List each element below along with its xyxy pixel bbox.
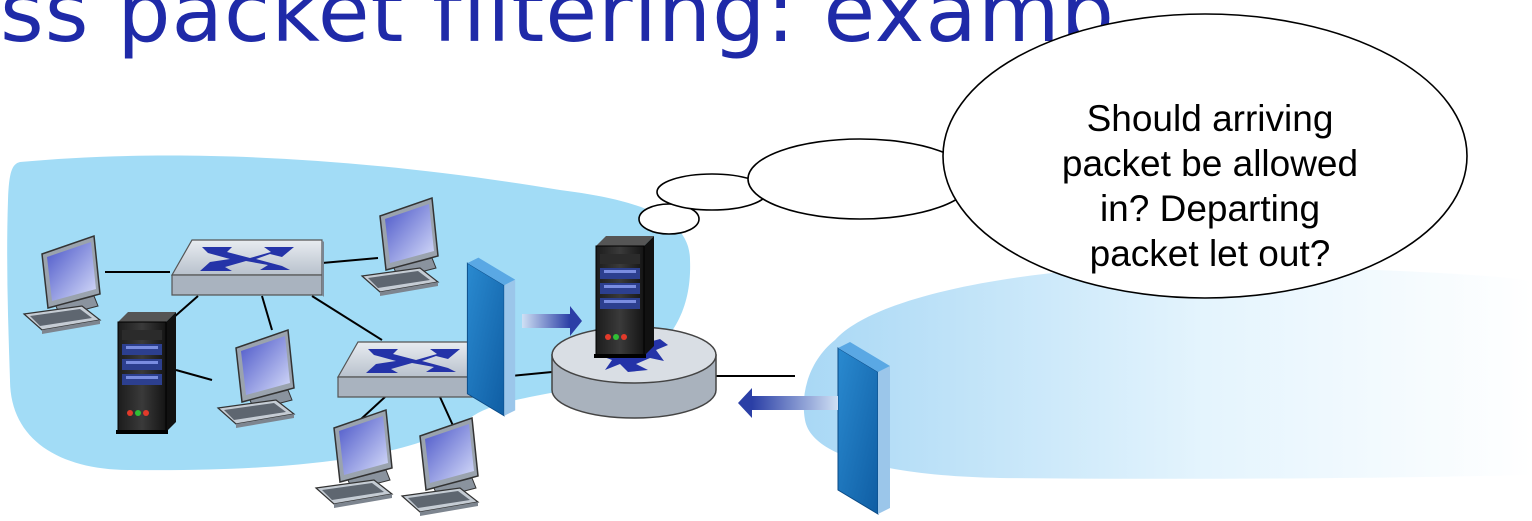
server-tower-icon [593,235,655,359]
thought-bubble-text: Should arriving packet be allowed in? De… [1010,96,1410,277]
bubble-line-3: in? Departing [1099,188,1321,230]
internal-network-cloud [7,155,691,471]
thought-bubble [638,13,1468,299]
outbound-arrow [738,388,838,418]
firewall-wall-icon [837,341,891,515]
inbound-arrow [522,306,582,336]
router-icon [551,326,717,419]
bubble-line-4: packet let out? [1089,233,1331,275]
bubble-line-2: packet be allowed [1061,143,1359,185]
bubble-line-1: Should arriving [1086,98,1334,139]
ethernet-switch-icon [171,239,325,298]
external-network-cloud [803,265,1532,479]
server-tower-icon [115,311,177,435]
firewall-wall-icon [466,257,516,417]
slide-title: ss packet filtering: examp [0,0,1116,61]
